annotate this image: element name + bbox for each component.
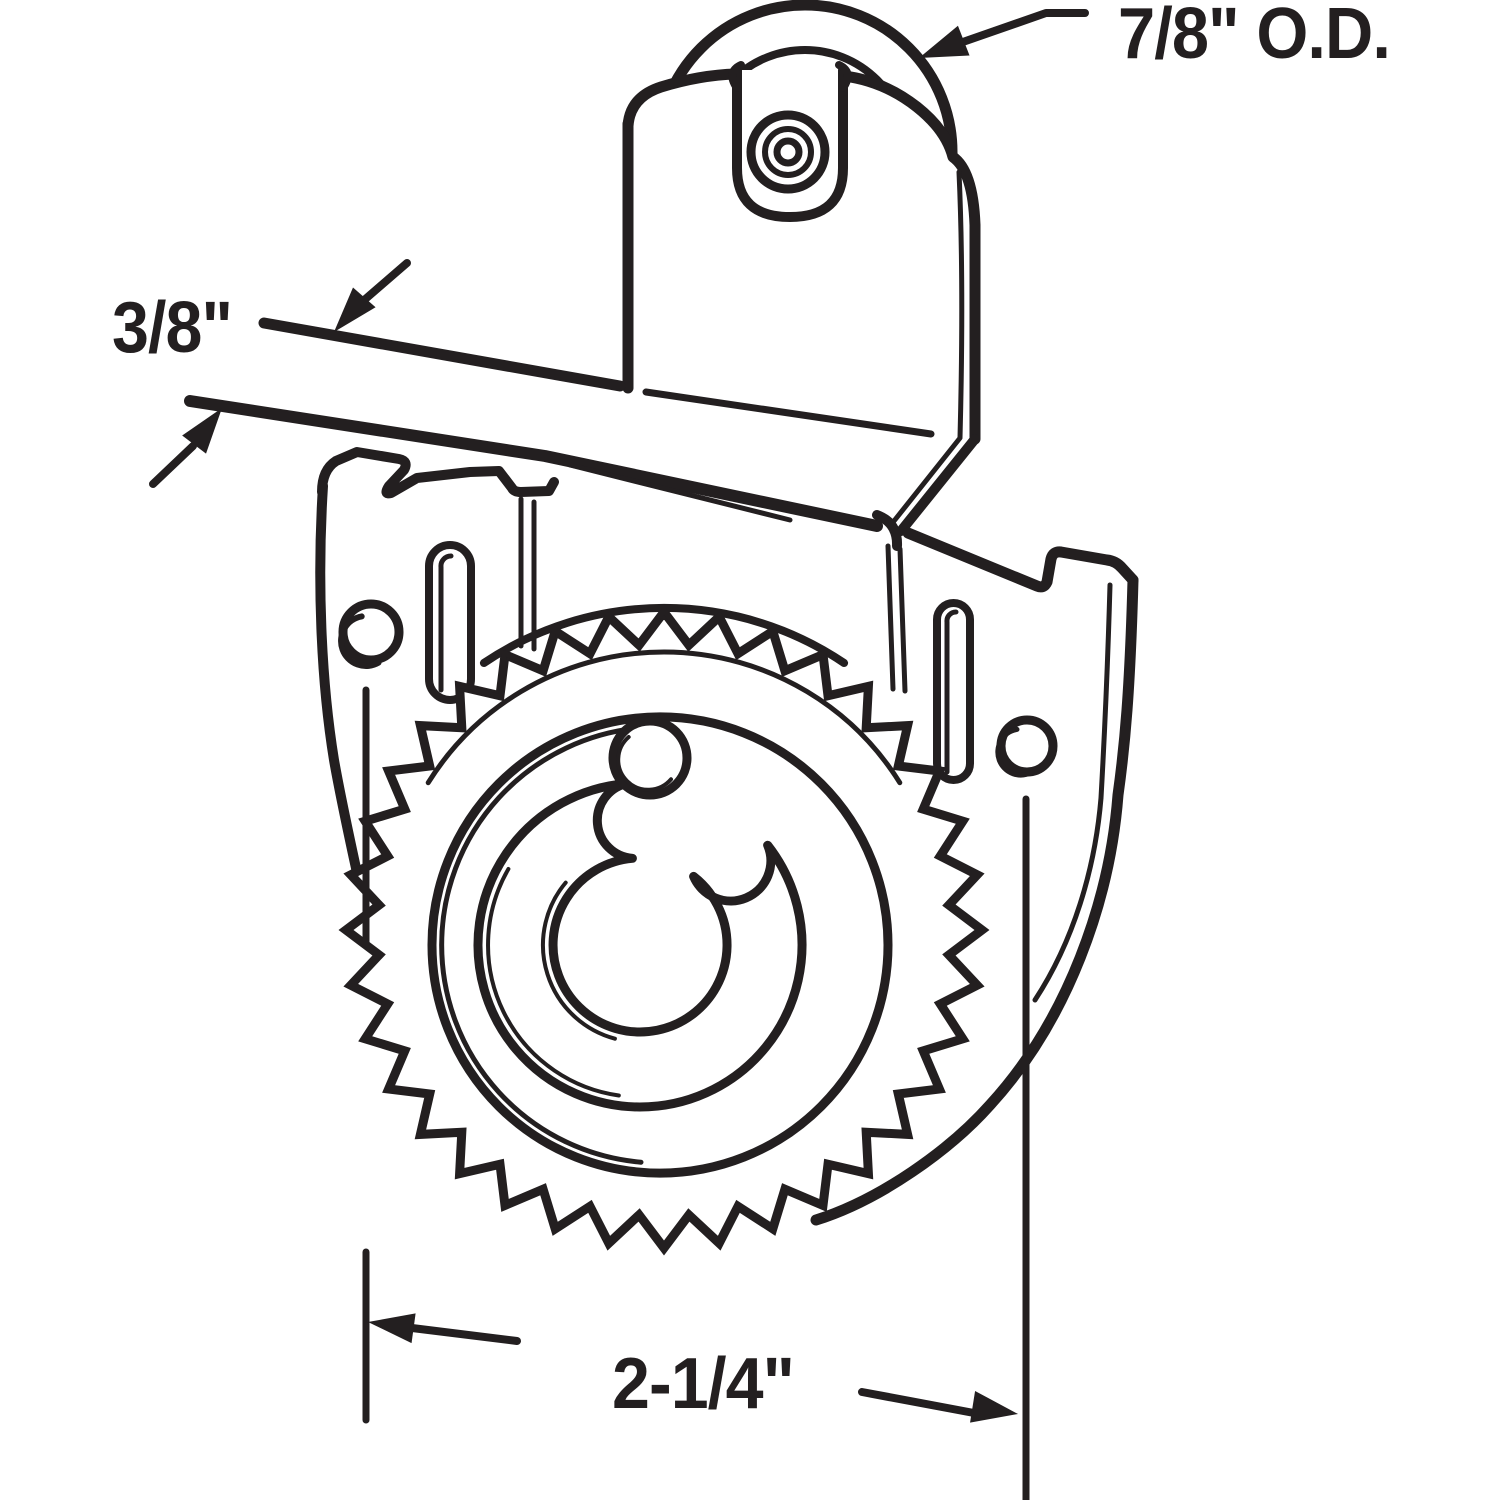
arrowhead-bar-bottom xyxy=(182,408,222,454)
mounting-hole-left-crescent xyxy=(338,613,382,670)
rivet-middle xyxy=(762,126,814,178)
bracket-hood-right-edge xyxy=(838,70,981,445)
arrow-shaft-bar-bottom xyxy=(149,442,197,488)
bracket-hood-top-left xyxy=(622,68,742,132)
leader-line-roller-od xyxy=(933,9,1089,55)
rivet-center xyxy=(773,137,803,167)
mounting-hole-left xyxy=(338,599,404,665)
arrowhead-spacing-right xyxy=(970,1390,1018,1423)
support-bar-inner-line xyxy=(567,462,793,523)
support-bar-bottom-edge xyxy=(184,395,883,532)
bracket-hood-inner-line xyxy=(891,169,965,524)
roller-tab-curl-right xyxy=(835,61,852,92)
plate-rib-right-b xyxy=(897,546,908,694)
knurled-wheel-band-inner xyxy=(425,649,903,786)
clip-pin-highlight xyxy=(616,735,673,792)
support-bar-end-bend xyxy=(872,510,903,551)
roller-tab-curl-left xyxy=(728,61,745,92)
arrowhead-bar-top xyxy=(334,287,376,332)
c-clip-highlight-inner xyxy=(541,880,617,1041)
support-bar-top-edge-left xyxy=(258,317,626,392)
mounting-hole-right-crescent xyxy=(995,726,1035,778)
c-clip-cutout xyxy=(473,779,807,1112)
mounting-hole-right xyxy=(996,715,1058,777)
plate-right-edge-housing xyxy=(810,574,1139,1226)
arrowhead-roller-od xyxy=(919,25,970,58)
adjustment-slot-right xyxy=(933,599,974,784)
adjustment-slot-left xyxy=(425,541,475,704)
support-bar-top-edge-right xyxy=(642,388,935,438)
plate-top-right-edge xyxy=(902,527,1139,593)
bracket-hood-fill xyxy=(628,73,975,533)
c-clip-highlight-outer xyxy=(486,867,621,1098)
clip-pin xyxy=(608,716,692,800)
plate-top-left-edge xyxy=(317,447,559,499)
dimension-label-roller-od: 7/8" O.D. xyxy=(1118,0,1390,74)
arrow-shaft-spacing-right xyxy=(858,1388,978,1417)
housing-inner-line xyxy=(1032,582,1113,1003)
knurled-wheel-facets xyxy=(455,607,912,733)
adjustment-slot-right-inner xyxy=(944,609,959,775)
bracket-hood-corner-chamfer xyxy=(896,434,980,536)
arrow-shaft-spacing-left xyxy=(408,1324,521,1345)
wheel-front-disc-inner xyxy=(439,725,644,1165)
plate-left-edge xyxy=(315,481,364,887)
artwork xyxy=(149,0,1139,1500)
arrowhead-spacing-left xyxy=(368,1313,416,1344)
dimension-label-hole-spacing: 2-1/4" xyxy=(612,1344,794,1424)
rivet-outer xyxy=(746,110,830,194)
adjustment-slot-left-inner xyxy=(438,553,454,693)
dimension-label-bar-width: 3/8" xyxy=(112,288,232,368)
plate-rib-right-a xyxy=(885,543,896,692)
